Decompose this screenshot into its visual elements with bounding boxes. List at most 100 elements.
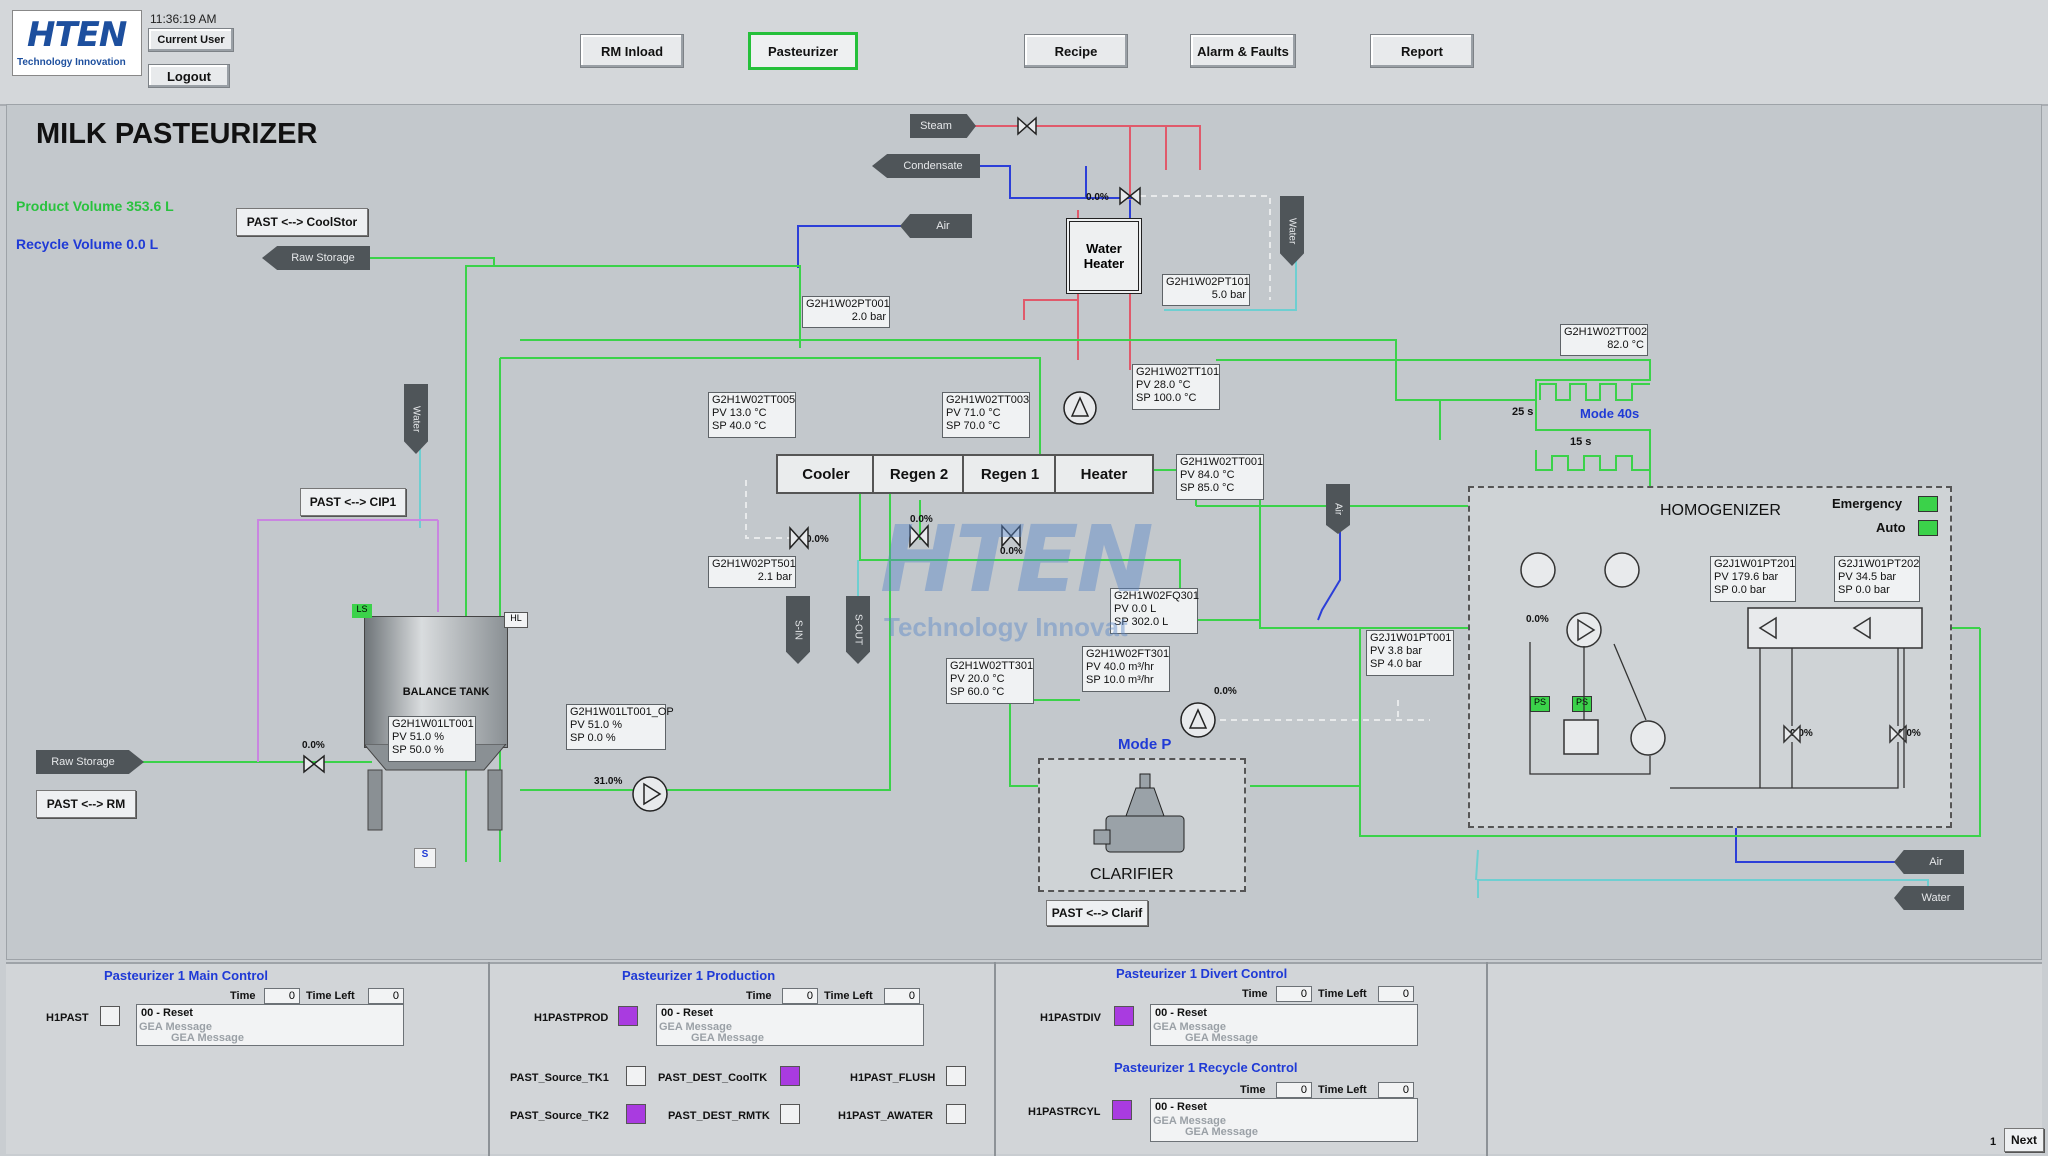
past-clarif-button[interactable]: PAST <--> Clarif (1046, 900, 1148, 926)
main-control-title: Pasteurizer 1 Main Control (104, 968, 268, 983)
water-tag-right: Water (1280, 196, 1304, 266)
dest-cooltk-checkbox[interactable] (780, 1066, 800, 1086)
clarifier-area[interactable]: CLARIFIER (1038, 758, 1246, 892)
ps-indicator-2: PS (1572, 696, 1592, 712)
divert-checkbox[interactable] (1114, 1006, 1134, 1026)
dest-rmtk-checkbox[interactable] (780, 1104, 800, 1124)
nav-alarm-faults-button[interactable]: Alarm & Faults (1190, 34, 1296, 68)
hx-regen2[interactable]: Regen 2 (872, 454, 966, 494)
watermark-logo: HTEN (880, 506, 1154, 613)
past-cip1-button[interactable]: PAST <--> CIP1 (300, 488, 406, 516)
past-coolstor-button[interactable]: PAST <--> CoolStor (236, 208, 368, 236)
next-button[interactable]: Next (2004, 1128, 2044, 1152)
air-tag-top: Air (900, 214, 972, 238)
pt001b-tag: G2J1W01PT001 (1370, 632, 1452, 644)
water-heater[interactable]: Water Heater (1066, 218, 1142, 294)
pt501-tag: G2H1W02PT501 (712, 558, 796, 570)
prod-time-label: Time (746, 990, 772, 1002)
pt202-tag: G2J1W01PT202 (1838, 558, 1920, 570)
holding-15s: 15 s (1570, 436, 1592, 448)
tt101-pv: PV 28.0 °C (1136, 379, 1191, 391)
control-panel-bar (6, 962, 2042, 1154)
production-tag: H1PASTPROD (534, 1012, 609, 1024)
auto-indicator (1918, 520, 1938, 536)
divert-title: Pasteurizer 1 Divert Control (1116, 966, 1288, 981)
prod-time-left-value: 0 (884, 988, 920, 1004)
header-bar: HTEN Technology Innovation 11:36:19 AM C… (0, 0, 2048, 106)
company-logo: HTEN Technology Innovation (12, 10, 142, 76)
hx-heater[interactable]: Heater (1054, 454, 1154, 494)
pt201-sp: SP 0.0 bar (1714, 584, 1766, 596)
logo-text: HTEN (27, 15, 127, 55)
main-control-checkbox[interactable] (100, 1006, 120, 1026)
logout-button[interactable]: Logout (148, 64, 230, 88)
ps-indicator-1: PS (1530, 696, 1550, 712)
clock: 11:36:19 AM (150, 12, 217, 26)
nav-pasteurizer-button[interactable]: Pasteurizer (748, 32, 858, 70)
pt101-tag: G2H1W02PT101 (1166, 276, 1250, 288)
balance-tank-level[interactable]: G2H1W01LT001 PV 51.0 % SP 50.0 % (388, 716, 476, 762)
nav-rm-inload-button[interactable]: RM Inload (580, 34, 684, 68)
rcy-status: 00 - Reset (1155, 1101, 1207, 1113)
homog-valve2-percent: 0.0% (1898, 728, 1921, 739)
pt001-tag: G2H1W02PT001 (806, 298, 890, 310)
div-time-label: Time (1242, 988, 1268, 1000)
balance-tank-tag: G2H1W01LT001 (392, 718, 474, 730)
steam-valve-percent: 0.0% (1086, 192, 1109, 203)
rcy-gea-message-2: GEA Message (1185, 1126, 1258, 1138)
hx-regen1[interactable]: Regen 1 (962, 454, 1058, 494)
nav-report-button[interactable]: Report (1370, 34, 1474, 68)
tt003-sp: SP 70.0 °C (946, 420, 1001, 432)
tt301-sp: SP 60.0 °C (950, 686, 1005, 698)
panel-divider (1486, 962, 1488, 1156)
nav-recipe-button[interactable]: Recipe (1024, 34, 1128, 68)
recycle-checkbox[interactable] (1112, 1100, 1132, 1120)
awater-checkbox[interactable] (946, 1104, 966, 1124)
source-tk2-checkbox[interactable] (626, 1104, 646, 1124)
recycle-title: Pasteurizer 1 Recycle Control (1114, 1060, 1298, 1075)
awater-label: H1PAST_AWATER (838, 1110, 933, 1122)
fq301-pv: PV 0.0 L (1114, 603, 1157, 615)
main-control-message: 00 - Reset GEA Message GEA Message (136, 1004, 404, 1046)
dest-cooltk-label: PAST_DEST_CoolTK (658, 1072, 768, 1084)
rcy-time-value: 0 (1276, 1082, 1312, 1098)
tt005-sp: SP 40.0 °C (712, 420, 767, 432)
hx-cooler[interactable]: Cooler (776, 454, 876, 494)
balance-tank-sp: SP 50.0 % (392, 744, 444, 756)
main-time-value: 0 (264, 988, 300, 1004)
main-gea-message-1: GEA Message (139, 1021, 212, 1033)
tt101-sp: SP 100.0 °C (1136, 392, 1197, 404)
ft301-sp: SP 10.0 m³/hr (1086, 674, 1154, 686)
flush-checkbox[interactable] (946, 1066, 966, 1086)
main-status: 00 - Reset (141, 1007, 193, 1019)
fq301-sp: SP 302.0 L (1114, 616, 1169, 628)
divert-message: 00 - Reset GEA Message GEA Message (1150, 1004, 1418, 1046)
past-rm-button[interactable]: PAST <--> RM (36, 790, 136, 818)
condensate-tag: Condensate (872, 154, 980, 178)
raw-storage-tag-top: Raw Storage (262, 246, 370, 270)
production-checkbox[interactable] (618, 1006, 638, 1026)
source-tk2-label: PAST_Source_TK2 (510, 1110, 609, 1122)
prod-status: 00 - Reset (661, 1007, 713, 1019)
source-tk1-checkbox[interactable] (626, 1066, 646, 1086)
prod-time-value: 0 (782, 988, 818, 1004)
current-user-button[interactable]: Current User (148, 28, 234, 52)
panel-divider (488, 962, 490, 1156)
